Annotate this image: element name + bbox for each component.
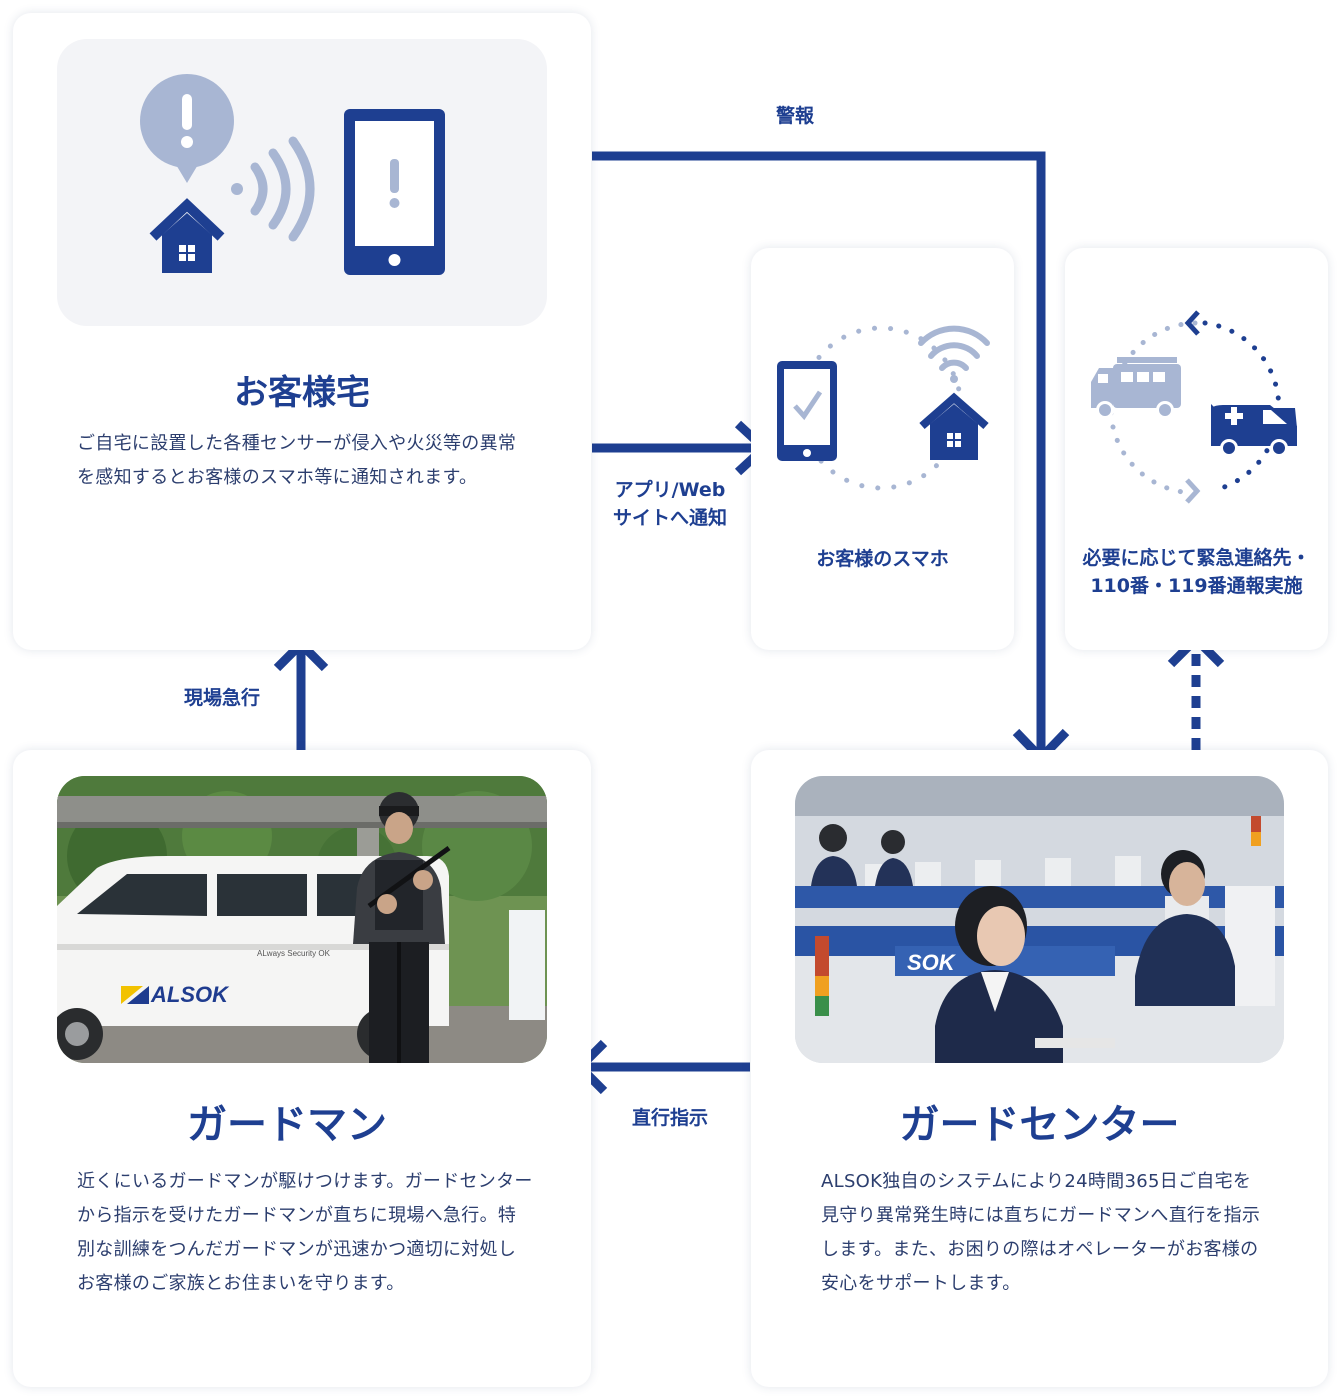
- house-icon: [919, 392, 989, 460]
- app-notify-arrow: [592, 420, 771, 476]
- customer-home-description: ご自宅に設置した各種センサーが侵入や火災等の異常を感知するとお客様のスマホ等に通…: [77, 433, 517, 488]
- alert-bubble-icon: [140, 74, 234, 183]
- emergency-dashed-arrow: [1167, 632, 1225, 750]
- customer-home-title: お客様宅: [234, 373, 370, 413]
- alsok-van-icon: [57, 856, 449, 1060]
- ambulance-icon: [1211, 404, 1297, 457]
- emergency-title: 必要に応じて緊急連絡先・ 110番・119番通報実施: [1065, 544, 1328, 600]
- guardman-description: 近くにいるガードマンが駆けつけます。ガードセンターから指示を受けたガードマンが直…: [77, 1171, 533, 1294]
- guardman-photo: ALSOK ALways Security OK: [57, 776, 547, 1063]
- smartphone-title: お客様のスマホ: [816, 548, 949, 570]
- wifi-icon: [918, 325, 990, 383]
- app-notify-label-line2: サイトへ通知: [612, 507, 727, 529]
- guard-center-photo: SOK: [795, 776, 1284, 1063]
- direct-order-label: 直行指示: [631, 1107, 708, 1129]
- smartphone-check-icon: [777, 361, 837, 461]
- rush-label: 現場急行: [183, 687, 260, 709]
- rush-arrow: [273, 637, 329, 750]
- emergency-card: 必要に応じて緊急連絡先・ 110番・119番通報実施: [1065, 248, 1328, 650]
- direct-order-arrow: [573, 1039, 750, 1095]
- app-notify-label-line1: アプリ/Web: [614, 479, 726, 501]
- signal-waves-icon: [231, 136, 315, 242]
- customer-icon-panel: [57, 39, 547, 326]
- emergency-title-line2: 110番・119番通報実施: [1090, 575, 1303, 597]
- van-logo-text: ALSOK: [151, 982, 228, 1007]
- van-slogan-text: ALways Security OK: [257, 949, 330, 958]
- cycle-arrows-decoration: [1108, 310, 1282, 504]
- emergency-title-line1: 必要に応じて緊急連絡先・: [1082, 547, 1311, 569]
- customer-home-card: お客様宅 ご自宅に設置した各種センサーが侵入や火災等の異常を感知するとお客様のス…: [13, 13, 591, 650]
- smartphone-card: お客様のスマホ: [751, 248, 1014, 650]
- guard-person-icon: [353, 792, 451, 1063]
- guardman-title: ガードマン: [187, 1102, 387, 1148]
- operator-person-icon: [1135, 850, 1235, 1006]
- guard-center-description: ALSOK独自のシステムにより24時間365日ご自宅を見守り異常発生時には直ちに…: [821, 1171, 1261, 1294]
- guardman-card: ALSOK ALways Security OK ガードマン 近くにいるガードマ…: [13, 750, 591, 1387]
- operator-person-icon: [935, 886, 1115, 1063]
- wall-sign-text: SOK: [907, 950, 955, 975]
- guard-center-card: SOK ガードセンター ALSOK独自のシステムにより24時間365日ご自宅を見…: [751, 750, 1328, 1387]
- alarm-label: 警報: [775, 105, 814, 127]
- house-icon: [149, 198, 225, 273]
- fire-truck-icon: [1091, 357, 1181, 419]
- smartphone-alert-icon: [344, 109, 445, 275]
- guard-center-title: ガードセンター: [899, 1102, 1180, 1148]
- app-notify-label: アプリ/Web サイトへ通知: [598, 476, 742, 532]
